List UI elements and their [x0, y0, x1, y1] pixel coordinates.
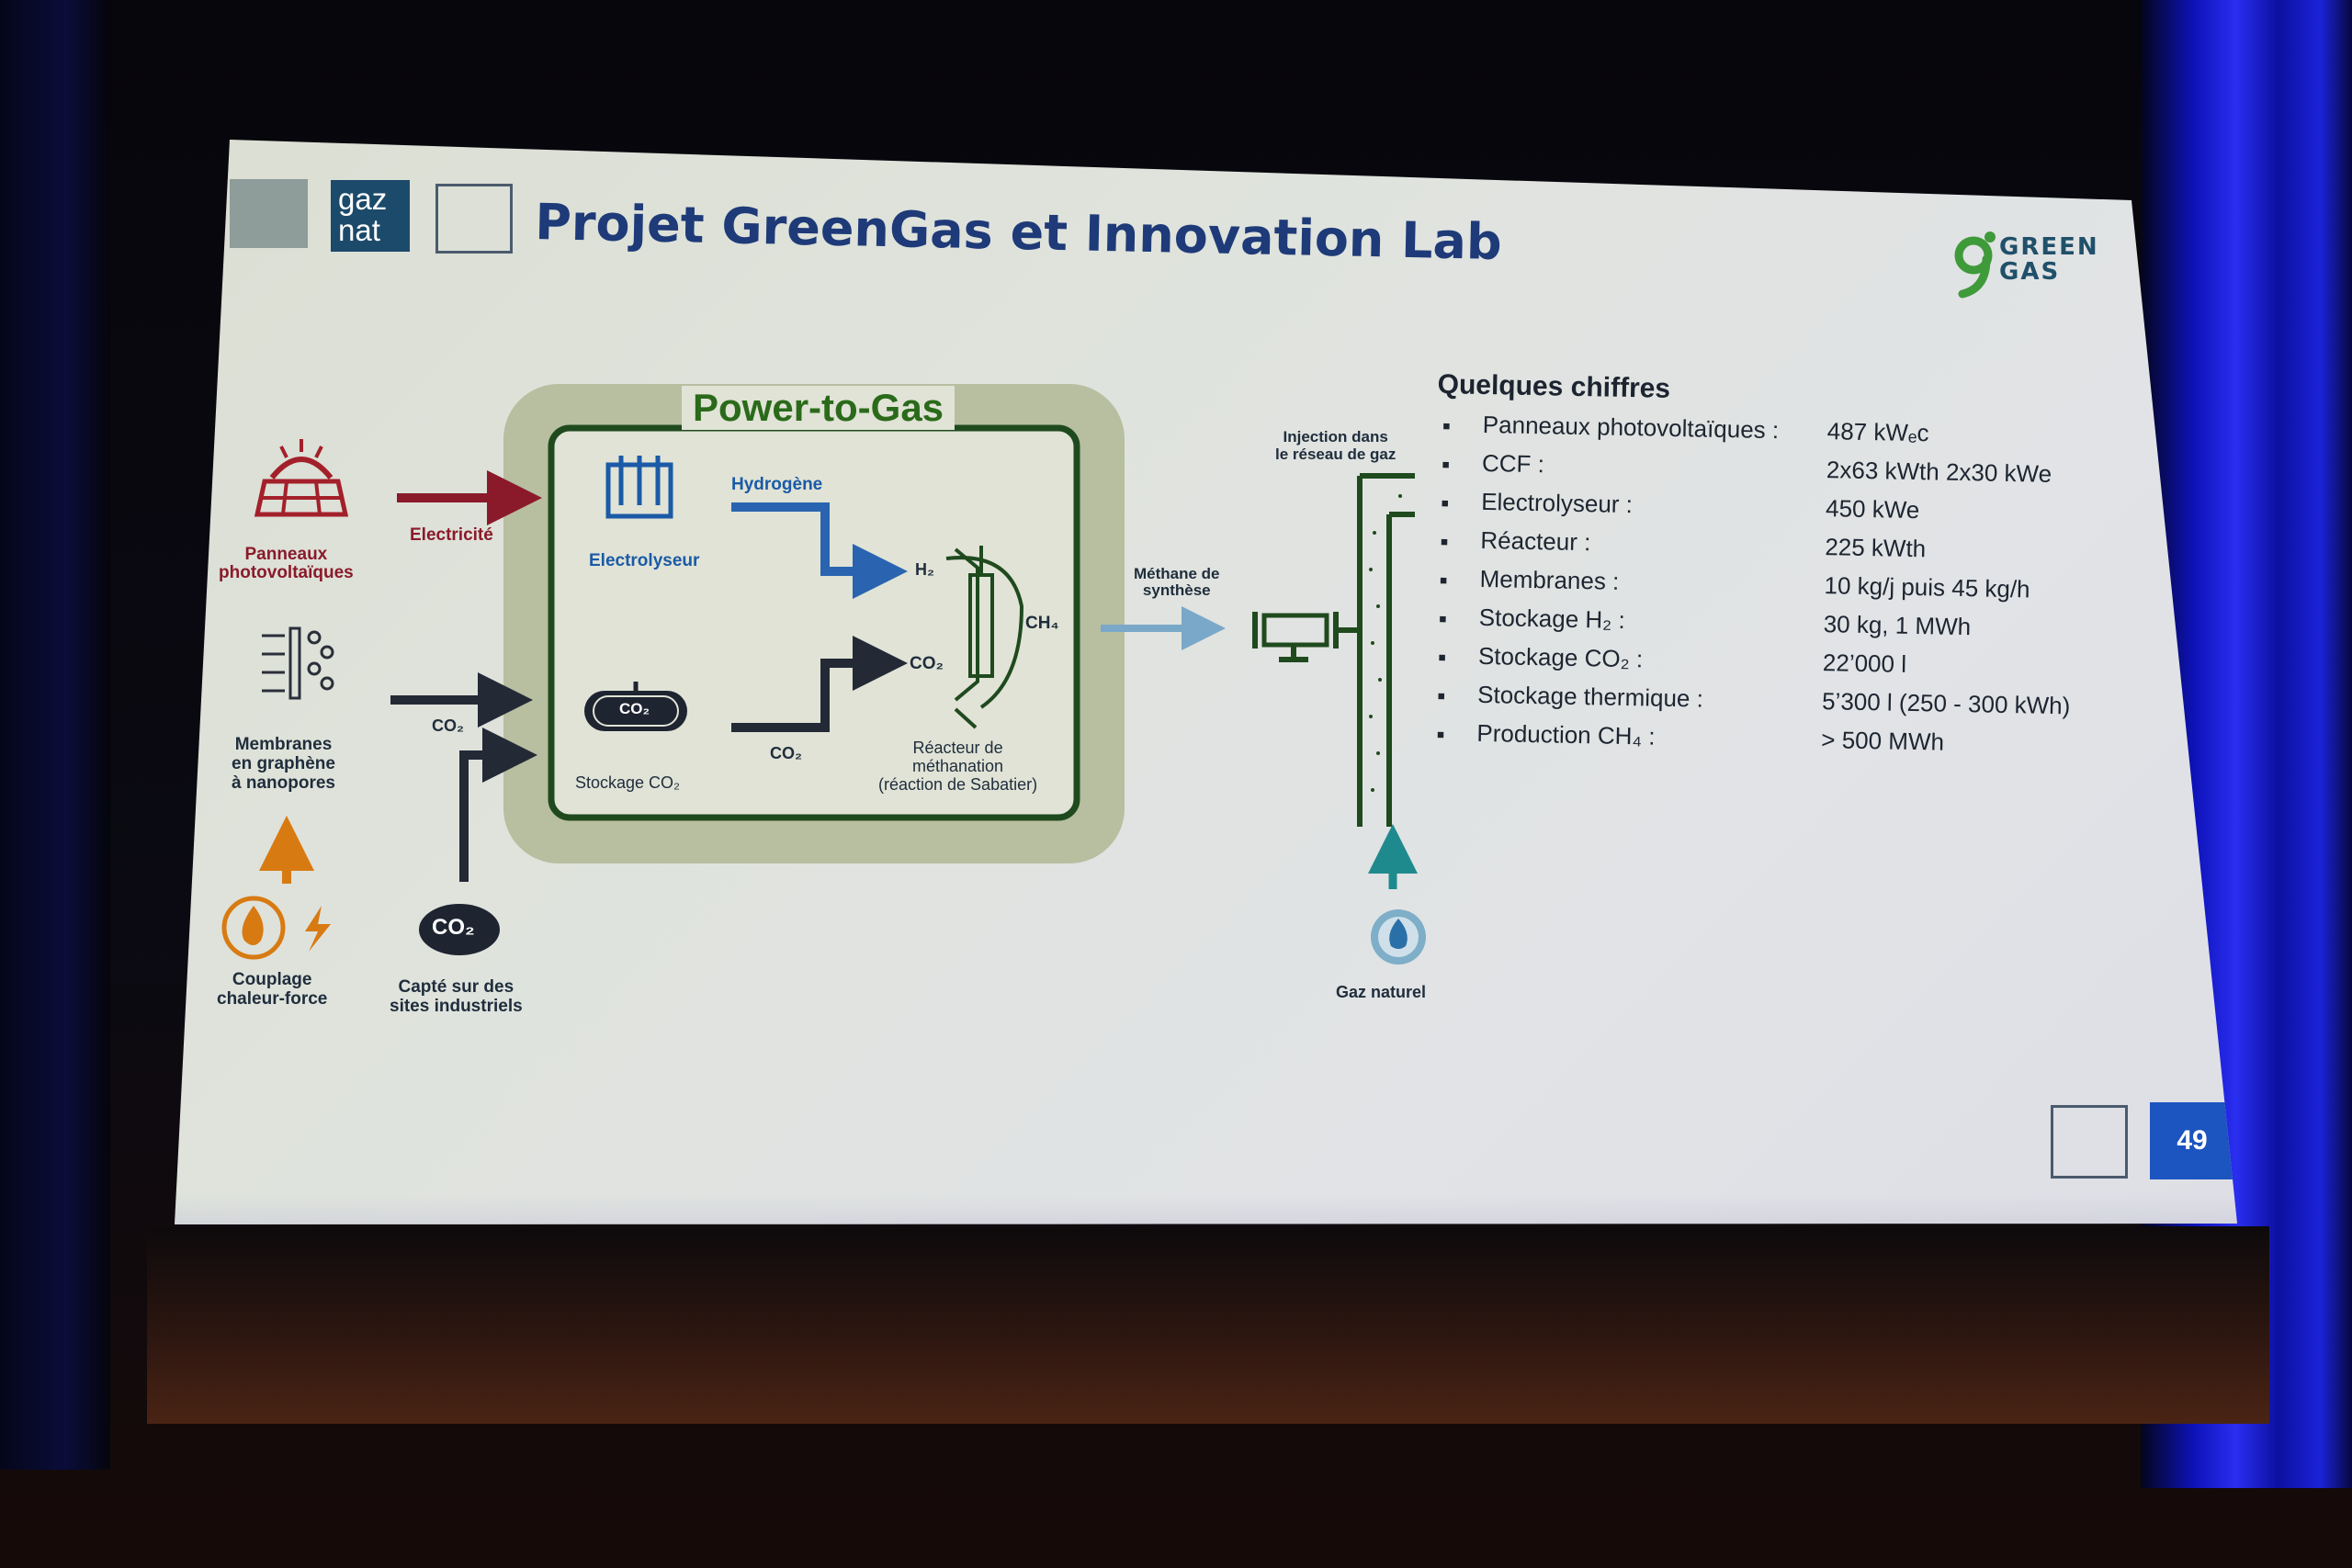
header-grey-block [230, 179, 308, 248]
electrolyseur-label: Electrolyseur [589, 551, 700, 570]
hydrogen-arrow [731, 502, 908, 599]
membranes-icon [262, 626, 334, 700]
hydrogene-label: Hydrogène [731, 475, 823, 494]
h2-label: H₂ [915, 560, 934, 579]
co2-arrow-industrial [459, 728, 537, 882]
co2-arrow-reactor [731, 636, 908, 732]
reactor-icon [945, 546, 1024, 729]
co2-reactor-label: CO₂ [910, 654, 944, 673]
co2-storage-tank [584, 691, 687, 731]
greengas-leaf-icon [1954, 231, 1996, 299]
greengas-logo-line1: GREEN [1999, 233, 2099, 261]
header-outline-block [435, 184, 513, 254]
ch4-label: CH₄ [1025, 614, 1059, 633]
pipe-gas-dots [1369, 494, 1402, 792]
stage-floor-glow [147, 1226, 2269, 1424]
flame-icon [221, 896, 286, 960]
natural-gas-icon [1371, 909, 1426, 964]
co2-badge-text: CO₂ [432, 915, 475, 940]
gaznat-logo-line2: nat [338, 213, 380, 247]
electrolyser-icon [605, 456, 673, 519]
footer-outline-block [2051, 1105, 2128, 1179]
lightning-icon [305, 906, 331, 952]
gaz-naturel-label: Gaz naturel [1336, 983, 1427, 1001]
solar-panel-icon [254, 439, 349, 517]
page-number: 49 [2150, 1102, 2234, 1179]
power-to-gas-title: Power-to-Gas [682, 386, 956, 430]
gaznat-logo: gaz nat [331, 180, 410, 252]
gaznat-logo-line1: gaz [338, 182, 388, 216]
co2-bottom-label: CO₂ [770, 744, 802, 762]
injection-pipe [1252, 473, 1415, 827]
greengas-logo: GREEN GAS [1946, 222, 2130, 305]
electricite-label: Electricité [410, 525, 493, 545]
stockage-co2-label: Stockage CO₂ [575, 773, 681, 792]
co2-left-label: CO₂ [432, 716, 464, 735]
co2-tank-label: CO₂ [619, 700, 650, 717]
key-figures-panel: Quelques chiffres ▪Panneaux photovoltaïq… [1430, 369, 2154, 771]
curtain-left [0, 0, 110, 1470]
co2-badge-shape [419, 904, 500, 955]
greengas-logo-line2: GAS [1999, 258, 2061, 286]
slide-bottom-shade [175, 1194, 2237, 1224]
